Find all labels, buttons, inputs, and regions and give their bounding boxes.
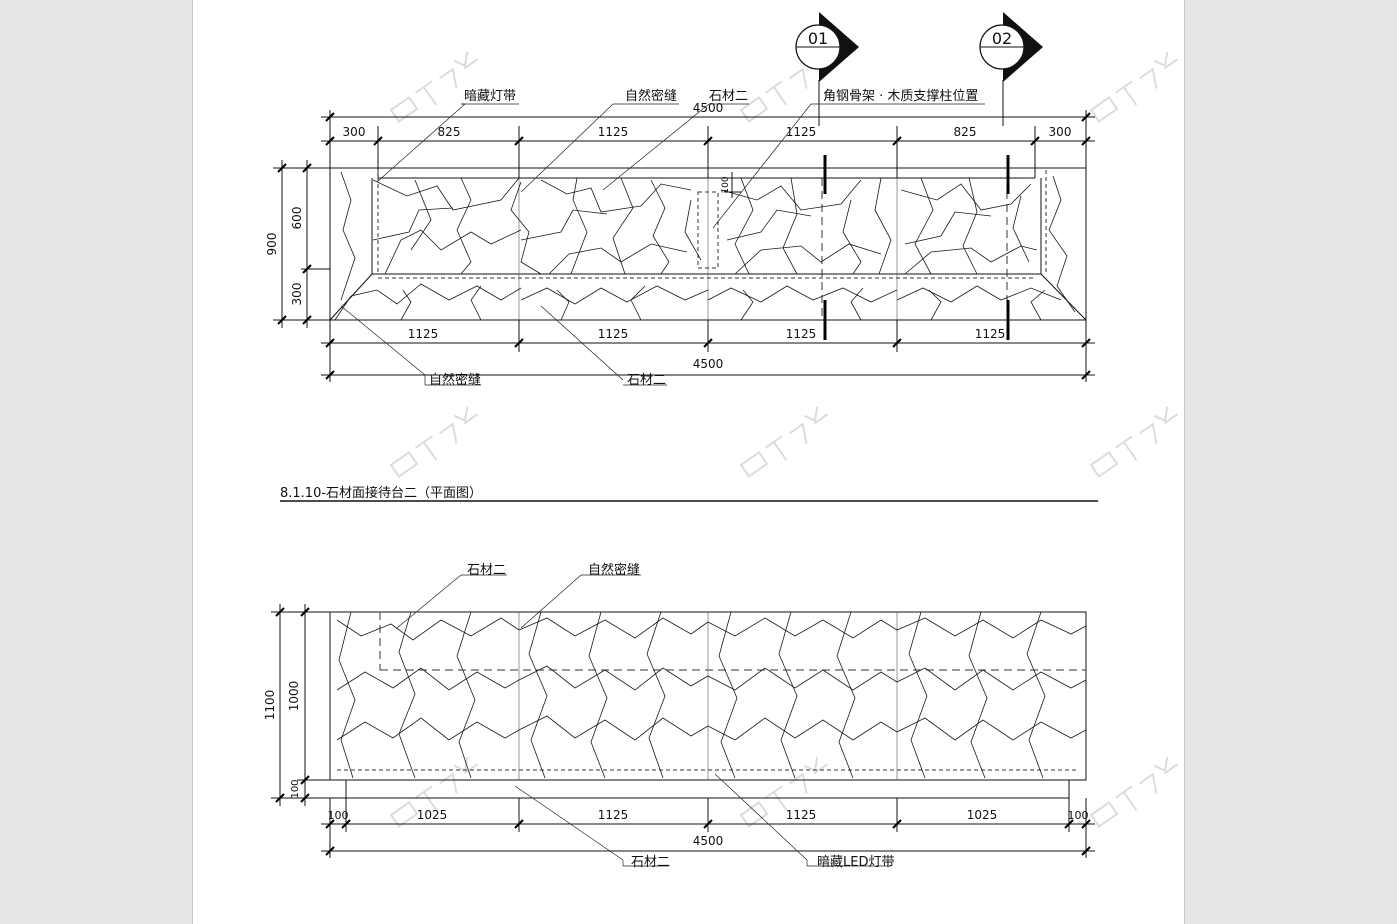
cad-drawing: 01 02 4500 bbox=[263, 12, 1179, 870]
plan-dim-bottom-seg: 1125 bbox=[786, 808, 817, 822]
reception-counter-plan bbox=[329, 611, 1087, 799]
callout-natural-joint-bottom: 自然密缝 bbox=[429, 372, 481, 388]
dim-bottom-seg: 1125 bbox=[786, 327, 817, 341]
bottom-dimension-chain: 1125 1125 1125 1125 4500 bbox=[321, 320, 1095, 382]
plan-dim-bottom-seg: 1125 bbox=[598, 808, 629, 822]
dim-bottom-seg: 1125 bbox=[408, 327, 439, 341]
section-marker-01: 01 bbox=[795, 12, 859, 126]
dim-left-lower: 300 bbox=[290, 283, 304, 306]
dim-top-seg: 300 bbox=[343, 125, 366, 139]
plan-dim-left-upper: 1000 bbox=[287, 681, 301, 712]
plan-dim-bottom-total: 4500 bbox=[693, 834, 724, 848]
dim-top-seg: 1125 bbox=[786, 125, 817, 139]
dim-bottom-seg: 1125 bbox=[975, 327, 1006, 341]
dim-top-total: 4500 bbox=[693, 101, 724, 115]
callout-stone-bottom: 石材二 bbox=[627, 373, 666, 388]
dim-bottom-total: 4500 bbox=[693, 357, 724, 371]
callout-hidden-light: 暗藏灯带 bbox=[464, 89, 516, 104]
section-title: 8.1.10-石材面接待台二（平面图） bbox=[280, 485, 482, 501]
drawing-sheet: 01 02 4500 bbox=[192, 0, 1185, 924]
section-heading: 8.1.10-石材面接待台二（平面图） bbox=[280, 485, 1098, 502]
elevation-callouts: 暗藏灯带 自然密缝 石材二 角钢骨架 · 木质支撑柱位置 自然密缝 石材二 bbox=[340, 88, 985, 388]
callout-natural-joint-top: 自然密缝 bbox=[625, 88, 677, 104]
dim-bottom-seg: 1125 bbox=[598, 327, 629, 341]
plan-left-dimension: 1100 1000 100 bbox=[263, 604, 346, 806]
marker-02-label: 02 bbox=[992, 29, 1012, 48]
dim-left-total: 900 bbox=[265, 233, 279, 256]
stone-texture bbox=[334, 171, 1076, 321]
plan-callout-led-light: 暗藏LED灯带 bbox=[817, 855, 894, 870]
plan-dim-bottom-seg: 100 bbox=[328, 809, 349, 822]
left-dimension-chain: 900 600 300 bbox=[265, 160, 330, 328]
plan-bottom-dimension: 100 1025 1125 1125 1025 100 4500 bbox=[321, 798, 1095, 858]
plan-dim-left-lower: 100 bbox=[290, 779, 301, 798]
dim-gap-small: 100 bbox=[721, 176, 731, 193]
dim-top-seg: 825 bbox=[954, 125, 977, 139]
top-dimension-chain: 4500 300 825 1125 1125 825 300 bbox=[321, 101, 1095, 178]
callout-steel-frame: 角钢骨架 · 木质支撑柱位置 bbox=[823, 89, 978, 104]
callout-stone-top: 石材二 bbox=[709, 89, 748, 104]
dim-top-seg: 300 bbox=[1049, 125, 1072, 139]
plan-dim-bottom-seg: 100 bbox=[1068, 809, 1089, 822]
plan-callout-natural-joint: 自然密缝 bbox=[588, 562, 640, 578]
plan-callout-stone-top: 石材二 bbox=[467, 563, 506, 578]
watermark-layer bbox=[389, 51, 1179, 828]
plan-callout-stone-bottom: 石材二 bbox=[631, 855, 670, 870]
plan-view: 1100 1000 100 100 1025 1125 bbox=[263, 562, 1095, 870]
plan-dim-left-total: 1100 bbox=[263, 690, 277, 721]
dim-top-seg: 1125 bbox=[598, 125, 629, 139]
dim-top-seg: 825 bbox=[438, 125, 461, 139]
plan-stone-texture bbox=[336, 611, 1087, 779]
plan-dim-bottom-seg: 1025 bbox=[967, 808, 998, 822]
reception-counter-elevation: 100 bbox=[329, 155, 1087, 340]
section-marker-02: 02 bbox=[979, 12, 1043, 126]
elevation-view: 01 02 4500 bbox=[265, 12, 1095, 388]
marker-01-label: 01 bbox=[808, 29, 828, 48]
plan-dim-bottom-seg: 1025 bbox=[417, 808, 448, 822]
dim-left-upper: 600 bbox=[290, 207, 304, 230]
plan-callouts: 石材二 自然密缝 石材二 暗藏LED灯带 bbox=[396, 562, 894, 870]
